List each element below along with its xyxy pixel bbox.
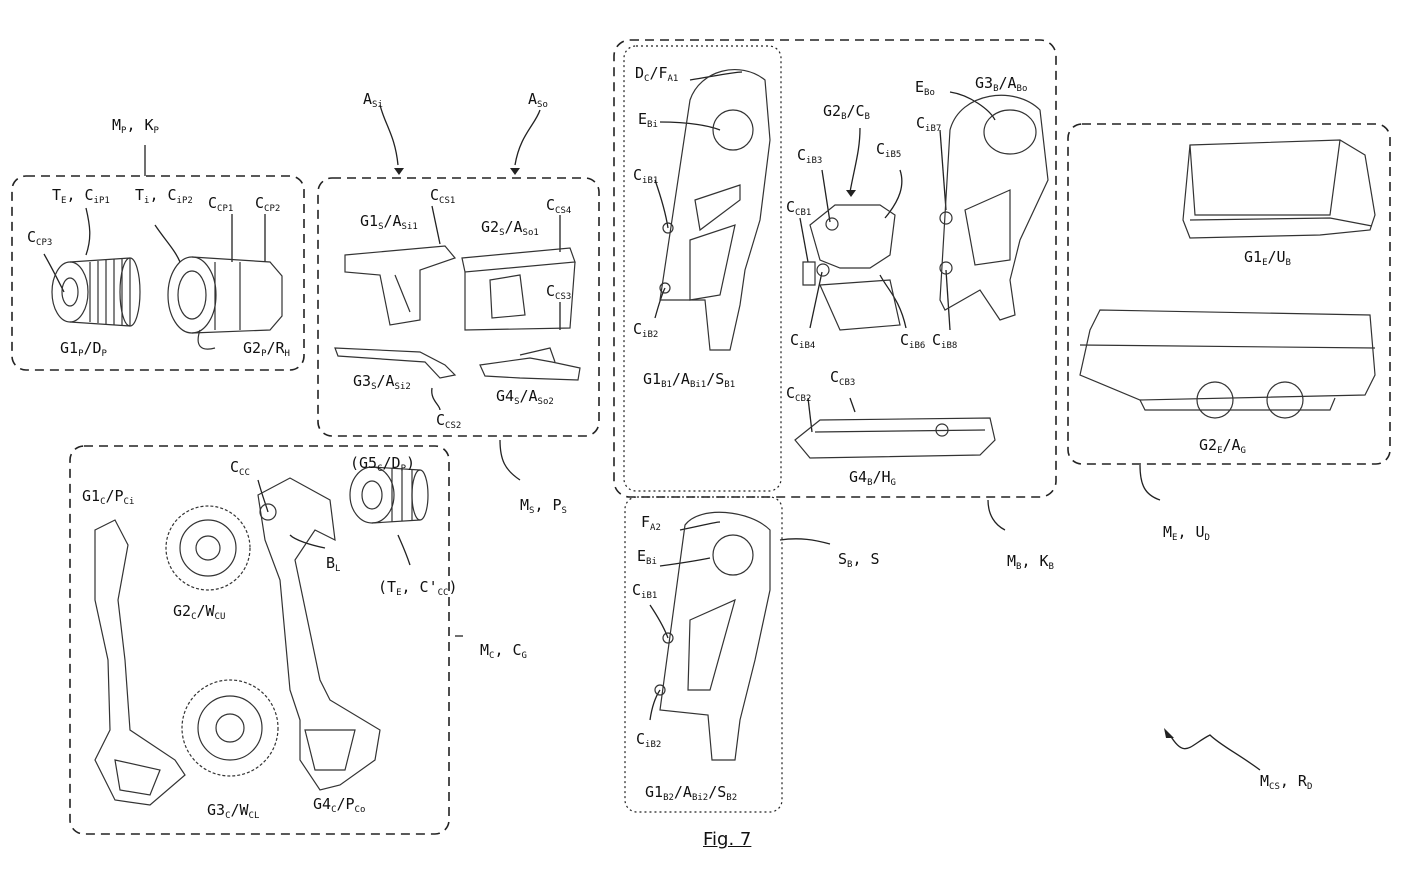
label-g1b2: G1B2/ABi2/SB2: [645, 783, 738, 803]
label-cib4: CiB4: [790, 331, 816, 351]
label-cib1-1: CiB1: [633, 166, 659, 186]
label-dc-fa1: DC/FA1: [635, 64, 679, 84]
label-cib7: CiB7: [916, 114, 942, 134]
subbox-sb1: [623, 45, 782, 492]
label-ccs4: CCS4: [546, 196, 572, 216]
label-g5c: (G5C/DP): [350, 454, 416, 474]
label-asi: ASi: [363, 90, 383, 110]
label-g1s: G1S/ASi1: [360, 212, 418, 232]
label-g3b: G3B/ABo: [975, 74, 1028, 94]
label-g2s: G2S/ASo1: [481, 218, 539, 238]
label-cib2-1: CiB2: [633, 320, 659, 340]
label-ccs3: CCS3: [546, 282, 572, 302]
label-g1b1: G1B1/ABi1/SB1: [643, 370, 736, 390]
label-ebi-2: EBi: [637, 547, 657, 567]
label-ebo: EBo: [915, 78, 935, 98]
label-cib5: CiB5: [876, 140, 902, 160]
label-ti-cip2: Ti, CiP2: [135, 186, 193, 206]
label-g2b: G2B/CB: [823, 102, 870, 122]
label-cib1-2: CiB1: [632, 581, 658, 601]
label-mp: MP, KP: [112, 116, 159, 136]
label-te-ccc: (TE, C'CC): [378, 578, 458, 598]
label-mc: MC, CG: [480, 641, 527, 661]
label-ccb2: CCB2: [786, 384, 812, 404]
label-ccc: CCC: [230, 458, 250, 478]
label-ccp1: CCP1: [208, 194, 234, 214]
figure-caption: Fig. 7: [703, 829, 752, 850]
label-mb: MB, KB: [1007, 552, 1054, 572]
label-cib3: CiB3: [797, 146, 823, 166]
label-g2c: G2C/WCU: [173, 602, 226, 622]
label-g4s: G4S/ASo2: [496, 387, 554, 407]
label-ms: MS, PS: [520, 496, 567, 516]
label-aso: ASo: [528, 90, 548, 110]
label-me: ME, UD: [1163, 523, 1210, 543]
label-cib8: CiB8: [932, 331, 958, 351]
label-cib6: CiB6: [900, 331, 926, 351]
label-g1e: G1E/UB: [1244, 248, 1291, 268]
module-box-mc: [69, 445, 450, 835]
label-g3s: G3S/ASi2: [353, 372, 411, 392]
module-box-mp: [11, 175, 305, 371]
label-g2e: G2E/AG: [1199, 436, 1246, 456]
label-ccb1: CCB1: [786, 198, 812, 218]
label-ccp3: CCP3: [27, 228, 53, 248]
label-g4b: G4B/HG: [849, 468, 896, 488]
label-cib2-2: CiB2: [636, 730, 662, 750]
label-mcs: MCS, RD: [1260, 772, 1313, 792]
label-fa2: FA2: [641, 513, 661, 533]
label-g4c: G4C/PCo: [313, 795, 366, 815]
module-box-ms: [317, 177, 600, 437]
label-sb: SB, S: [838, 550, 880, 570]
label-bl: BL: [326, 554, 341, 574]
label-g3c: G3C/WCL: [207, 801, 260, 821]
label-te-cip1: TE, CiP1: [52, 186, 110, 206]
module-box-me: [1067, 123, 1391, 465]
label-g1p: G1P/DP: [60, 339, 107, 359]
subbox-sb2: [624, 496, 783, 813]
module-box-mb: [613, 39, 1057, 498]
label-ccs1: CCS1: [430, 186, 456, 206]
label-ccp2: CCP2: [255, 194, 281, 214]
label-ccs2: CCS2: [436, 411, 462, 431]
label-ebi-1: EBi: [638, 110, 658, 130]
label-ccb3: CCB3: [830, 368, 856, 388]
label-g2p: G2P/RH: [243, 339, 290, 359]
label-g1c: G1C/PCi: [82, 487, 135, 507]
